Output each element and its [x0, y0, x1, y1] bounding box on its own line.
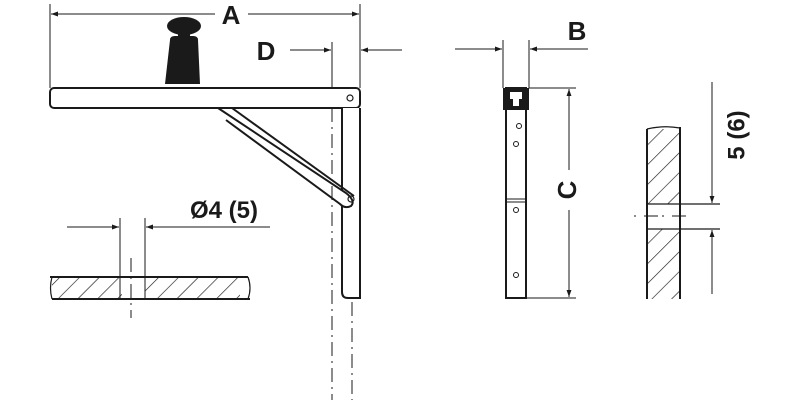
mount-hole-1: [516, 123, 522, 129]
board-left: [52, 277, 122, 299]
label-d: D: [257, 36, 276, 66]
hole-section: Ø4 (5): [49, 197, 270, 318]
mount-hole-2: [513, 141, 519, 147]
pivot-hole-strut: [347, 195, 355, 203]
mount-hole-4: [513, 272, 519, 278]
shelf-arm: [49, 87, 361, 109]
label-hole-diameter: Ø4 (5): [190, 197, 258, 224]
label-a: A: [222, 0, 241, 30]
wall-section: 5 (6): [634, 82, 750, 299]
label-hole-offset: 5 (6): [723, 110, 750, 159]
weight-icon: [165, 17, 201, 84]
board-right: [145, 277, 240, 299]
mount-hole-3: [513, 207, 519, 213]
front-body: [505, 87, 527, 299]
label-c: C: [552, 180, 582, 199]
front-view: B C: [455, 16, 588, 299]
side-view: A D: [49, 0, 402, 400]
label-b: B: [568, 16, 587, 46]
pivot-hole-top: [346, 94, 354, 102]
